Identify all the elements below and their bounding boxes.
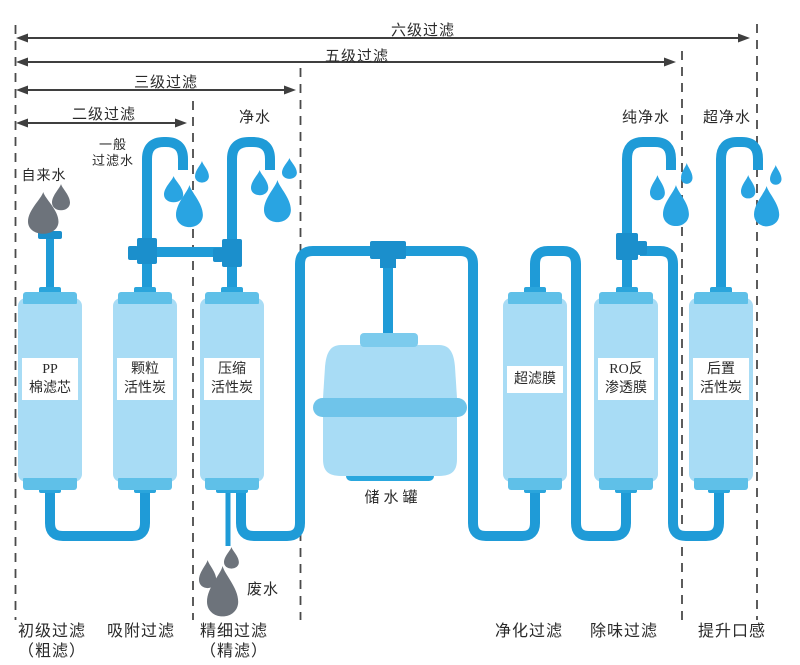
cartridge-name: 颗粒 活性炭	[117, 358, 173, 400]
pipe-fittings	[38, 231, 647, 268]
blue-drop-icon	[741, 175, 756, 199]
cartridge-ultrafiltration: 超滤膜	[503, 292, 567, 490]
cartridge-cap-top	[599, 292, 653, 304]
tee-junction-ro-nub	[637, 241, 647, 255]
label-tap-water: 自来水	[21, 169, 67, 184]
label-ultra-clean-water: 超净水	[702, 110, 752, 126]
cartridge-cap-bottom	[118, 478, 172, 490]
grey-drop-icon	[52, 184, 70, 211]
cartridge-ro-membrane: RO反 渗透膜	[594, 292, 658, 490]
blue-drop-icon	[650, 175, 665, 201]
cartridge-name: 后置 活性炭	[693, 358, 749, 400]
label-six-stage-filtration: 六级过滤	[390, 23, 456, 39]
cartridge-cap-top	[23, 292, 77, 304]
cartridge-name: 压缩 活性炭	[204, 358, 260, 400]
label-general-filtered-water: 一般 过滤水	[91, 137, 135, 168]
stage-span-arrows	[16, 33, 750, 128]
cartridge-cap-bottom	[508, 478, 562, 490]
faucet-general-water	[142, 137, 188, 243]
cartridge-name: RO反 渗透膜	[598, 358, 654, 400]
label-two-stage-filtration: 二级过滤	[71, 107, 137, 123]
cartridge-cap-top	[205, 292, 259, 304]
tee-junction-2-nub	[213, 248, 223, 262]
cartridge-name: 超滤膜	[507, 366, 563, 393]
label-clean-water: 净水	[238, 110, 272, 126]
tap-water-drops	[28, 184, 70, 234]
stage-label-primary: 初级过滤 （粗滤）	[17, 623, 87, 660]
tee-junction-1	[137, 238, 157, 264]
blue-drop-icon	[282, 158, 297, 179]
tee-junction-tank	[370, 241, 406, 259]
stage-label-adsorption: 吸附过滤	[106, 623, 176, 640]
ultra-water-drops	[741, 165, 782, 227]
blue-drop-icon	[251, 170, 269, 196]
stage-label-deodorization: 除味过滤	[589, 623, 659, 640]
cartridge-granular-carbon: 颗粒 活性炭	[113, 292, 177, 490]
blue-drop-icon	[164, 176, 184, 203]
label-pure-water: 纯净水	[621, 110, 671, 126]
tee-junction-2	[222, 239, 242, 267]
pipe-u1	[45, 490, 150, 541]
pure-water-drops	[650, 163, 693, 227]
cartridge-cap-top	[508, 292, 562, 304]
faucet-ultra-water	[716, 137, 763, 294]
tank-band	[313, 398, 467, 417]
storage-tank	[313, 333, 467, 481]
cartridge-post-carbon: 后置 活性炭	[689, 292, 753, 490]
cartridge-cap-bottom	[23, 478, 77, 490]
tee-junction-tank-stem	[380, 256, 396, 268]
cartridge-cap-bottom	[599, 478, 653, 490]
cartridge-cap-bottom	[694, 478, 748, 490]
stage-label-fine: 精细过滤 （精滤）	[199, 623, 269, 660]
pipe-ultrafilter-to-ro	[530, 246, 631, 541]
cartridge-cap-top	[118, 292, 172, 304]
blue-drop-icon	[195, 161, 209, 183]
faucet-clean-water	[227, 137, 275, 243]
stage-label-taste: 提升口感	[697, 623, 767, 640]
cartridge-pp-cotton: PP 棉滤芯	[18, 292, 82, 490]
label-three-stage-filtration: 三级过滤	[133, 75, 199, 91]
general-water-drops	[164, 161, 209, 228]
label-waste-water: 废水	[246, 582, 280, 598]
cartridge-compressed-carbon: 压缩 活性炭	[200, 292, 264, 490]
faucet-pure-water	[622, 137, 676, 240]
tee-junction-ro	[616, 233, 638, 260]
pipe-ro-to-post-carbon	[640, 246, 724, 541]
grey-drop-icon	[224, 547, 239, 569]
label-five-stage-filtration: 五级过滤	[324, 49, 390, 65]
cartridge-cap-bottom	[205, 478, 259, 490]
stage-label-purification: 净化过滤	[494, 623, 564, 640]
waste-water-drops	[199, 547, 239, 617]
blue-drop-icon	[770, 165, 782, 185]
cartridge-cap-top	[694, 292, 748, 304]
blue-drop-icon	[663, 185, 689, 227]
tee-junction-1-nub	[128, 246, 138, 260]
cartridge-name: PP 棉滤芯	[22, 358, 78, 400]
tank-cap	[360, 333, 418, 347]
label-storage-tank: 储水罐	[364, 490, 422, 506]
